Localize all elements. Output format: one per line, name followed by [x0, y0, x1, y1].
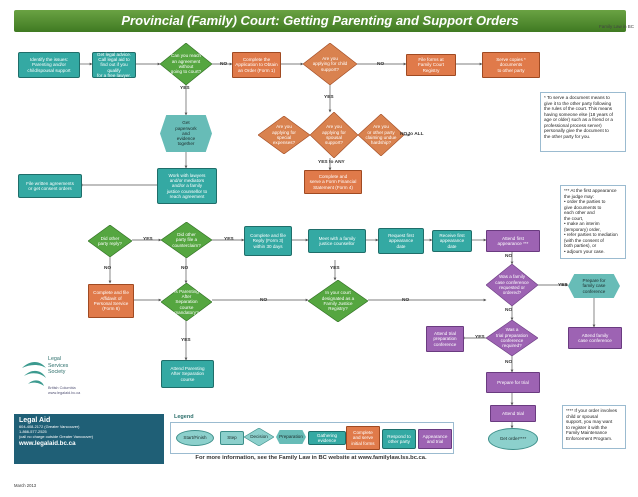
legal-aid-box: Legal Aid 604-408-2172 (Greater Vancouve… — [14, 414, 164, 464]
edge-label-no-to-all: NO to ALL — [400, 132, 424, 137]
note-first-appearance: *** At the first appearance the judge ma… — [560, 185, 626, 259]
edge-label-no: NO — [260, 298, 268, 303]
edge-label-no: NO — [505, 360, 513, 365]
attend-case-conference-step: Attend family case conference — [568, 327, 622, 349]
edge-label-yes: YES — [224, 237, 234, 242]
legal-aid-title: Legal Aid — [19, 417, 51, 424]
complete-reply-step: Complete and file Reply (Form 3) within … — [244, 226, 292, 256]
legend-start-finish: Start/Finish — [176, 430, 214, 446]
prepare-trial-step: Prepare for trial — [486, 372, 540, 393]
justice-registry-decision: In your court designated as a Family Jus… — [308, 280, 368, 322]
legend-appearance-trial: Appearance and trial — [418, 429, 452, 449]
legal-aid-phone-vancouver: 604-408-2172 (Greater Vancouver) — [19, 424, 80, 429]
child-support-decision: Are you applying for child support? — [303, 43, 357, 85]
edge-label-yes: YES — [475, 335, 485, 340]
legend-box — [170, 422, 454, 454]
lss-logo-icon — [22, 362, 46, 386]
receive-appearance-date-step: Receive first appearance date — [432, 230, 472, 252]
complete-application-step: Complete the Application to Obtain an Or… — [232, 52, 281, 78]
meet-justice-counsellor-step: Meet with a family justice counsellor — [308, 229, 366, 253]
lss-subtitle: British Columbia www.legalaid.bc.ca — [48, 386, 81, 395]
note-serve-definition: * To serve a document means to give it t… — [540, 92, 626, 152]
page-title: Provincial (Family) Court: Getting Paren… — [121, 13, 519, 28]
attend-parenting-course-step: Attend Parenting After Separation course — [161, 360, 214, 388]
edge-label-no: NO — [220, 62, 228, 67]
file-written-agreements-step: File written agreements or get consent o… — [18, 174, 82, 198]
legend-title: Legend — [174, 414, 194, 420]
parenting-course-decision: Is Parenting After Separation course man… — [161, 283, 212, 321]
edge-label-yes: YES — [180, 86, 190, 91]
edge-label-no: NO — [104, 266, 112, 271]
serve-copies-step: Serve copies * documents to other party — [482, 52, 540, 78]
legend-preparation: Preparation — [276, 430, 306, 444]
edge-label-yes: YES — [181, 338, 191, 343]
edge-label-no: NO — [402, 298, 410, 303]
attend-trial-step: Attend trial — [490, 405, 536, 422]
work-with-lawyers-step: Work with lawyers and/or mediators and/o… — [157, 168, 217, 204]
trial-prep-conference-decision: Was a trial preparation conference requi… — [486, 320, 538, 356]
identify-issues-step: Identify the issues: Parenting and/or ch… — [18, 52, 80, 78]
page-number: Family Law in BC — [598, 24, 634, 29]
financial-statement-step: Complete and serve a Form Financial Stat… — [304, 170, 362, 194]
file-forms-step: File forms at Family Court Registry — [406, 54, 456, 76]
lss-name: Legal Services Society — [48, 356, 69, 376]
complete-affidavit-step: Complete and file Affidavit of Personal … — [88, 284, 134, 318]
publication-date: March 2013 — [14, 483, 37, 488]
legend-complete-serve: Complete and serve initial forms — [346, 426, 380, 450]
special-expenses-decision: Are you applying for special expenses? — [258, 116, 310, 154]
legend-decision: Decision — [244, 428, 274, 446]
edge-label-no: NO — [181, 266, 189, 271]
legend-respond: Respond to other party — [382, 429, 416, 449]
legal-aid-phone-tollfree: 1-866-577-2525 — [19, 429, 47, 435]
spousal-support-decision: Are you applying for spousal support? — [310, 112, 358, 158]
get-paperwork-preparation: Get paperwork and evidence together — [160, 115, 212, 152]
other-party-reply-decision: Did other party reply? — [88, 225, 132, 257]
edge-label-yes: YES — [143, 237, 153, 242]
undue-hardship-decision: Are you or other party claiming undue ha… — [358, 114, 404, 156]
footer-info: For more information, see the Family Law… — [195, 455, 427, 461]
legal-aid-website[interactable]: www.legalaid.bc.ca — [19, 440, 76, 448]
note-order-registration: **** If your order involves child or spo… — [562, 405, 626, 449]
edge-label-yes: YES — [558, 283, 568, 288]
edge-label-no: NO — [505, 308, 513, 313]
attend-trial-prep-step: Attend trial preparation conference — [426, 326, 464, 352]
edge-label-yes-to-any: YES to ANY — [318, 160, 345, 165]
legal-aid-phone-note: (call no charge outside Greater Vancouve… — [19, 434, 94, 440]
edge-label-yes: YES — [324, 95, 334, 100]
case-conference-decision: Was a family case conference requested o… — [486, 264, 538, 306]
title-bar: Provincial (Family) Court: Getting Paren… — [14, 10, 626, 32]
counterclaim-decision: Did other party file a counterclaim? — [161, 222, 212, 258]
prepare-case-conference-preparation: Prepare for family case conference — [568, 274, 620, 298]
edge-label-no: NO — [377, 62, 385, 67]
reach-agreement-decision: Can you reach an agreement without going… — [160, 43, 212, 85]
legend-step: Step — [220, 431, 244, 445]
legend-gathering-evidence: Gathering evidence — [308, 431, 346, 445]
get-order-finish: Get order**** — [488, 428, 538, 450]
edge-label-yes: YES — [330, 266, 340, 271]
request-appearance-date-step: Request first appearance date — [378, 228, 424, 254]
edge-label-no: NO — [505, 254, 513, 259]
get-legal-advice-step: Get legal advice. Call legal aid to find… — [92, 52, 136, 78]
attend-first-appearance-step: Attend first appearance *** — [486, 230, 540, 252]
